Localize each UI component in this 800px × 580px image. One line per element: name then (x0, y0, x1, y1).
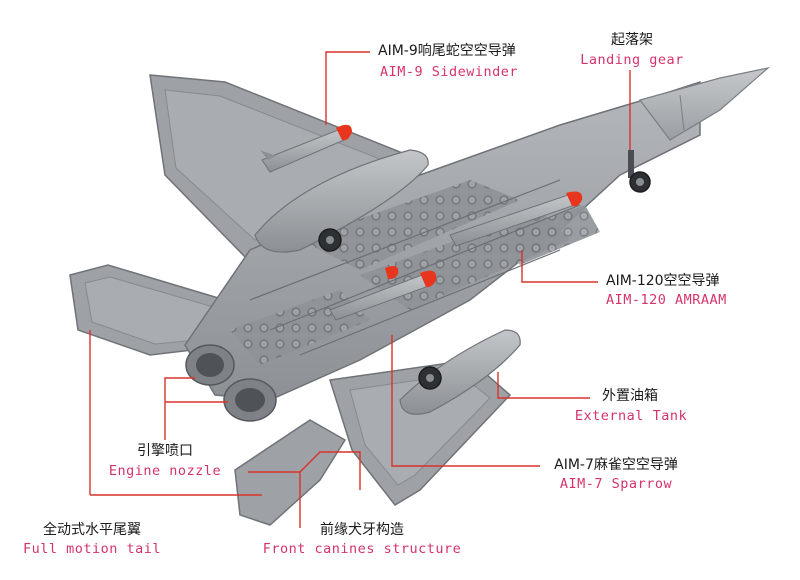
aim7-label-en: AIM-7 Sparrow (559, 476, 673, 492)
aim7-missile (329, 270, 437, 321)
lower-wing (329, 359, 512, 506)
aim7-label-zh: AIM-7麻雀空空导弹 (554, 457, 678, 473)
tank-label-en: External Tank (574, 408, 688, 424)
nose-cone (638, 66, 771, 141)
canines-label-zh: 前缘犬牙构造 (320, 522, 404, 538)
aim7-secondary-tip (385, 266, 399, 280)
nozzle-label-en: Engine nozzle (108, 463, 222, 479)
tank-label-zh: 外置油箱 (602, 388, 658, 404)
leader-aim9 (325, 51, 370, 125)
leader-aim120 (521, 250, 598, 283)
leader-aim7 (391, 335, 540, 467)
leader-nozzle (164, 377, 228, 440)
aim120-missile (449, 191, 583, 247)
aim9-label-zh: AIM-9响尾蛇空空导弹 (378, 43, 516, 59)
landing-gear (318, 150, 651, 390)
engine-nozzles (185, 344, 277, 422)
leader-canines (248, 451, 361, 528)
upper-external-tank (254, 149, 429, 253)
tail-label-zh: 全动式水平尾翼 (43, 522, 141, 538)
canines-label-en: Front canines structure (262, 541, 462, 557)
aim9-label-en: AIM-9 Sidewinder (380, 64, 519, 80)
leader-lines (89, 51, 631, 528)
aim120-label-en: AIM-120 AMRAAM (606, 292, 727, 308)
tail-label-en: Full motion tail (22, 541, 162, 557)
leader-tank (497, 372, 590, 399)
leader-tail (89, 330, 262, 496)
nozzle-label-zh: 引擎喷口 (137, 443, 193, 459)
aim120-label-zh: AIM-120空空导弹 (606, 273, 720, 289)
gear-label-zh: 起落架 (611, 32, 653, 48)
aim9-missile (260, 124, 352, 173)
lower-external-tank (399, 329, 521, 415)
gear-label-en: Landing gear (580, 52, 684, 68)
fuselage (184, 80, 701, 401)
